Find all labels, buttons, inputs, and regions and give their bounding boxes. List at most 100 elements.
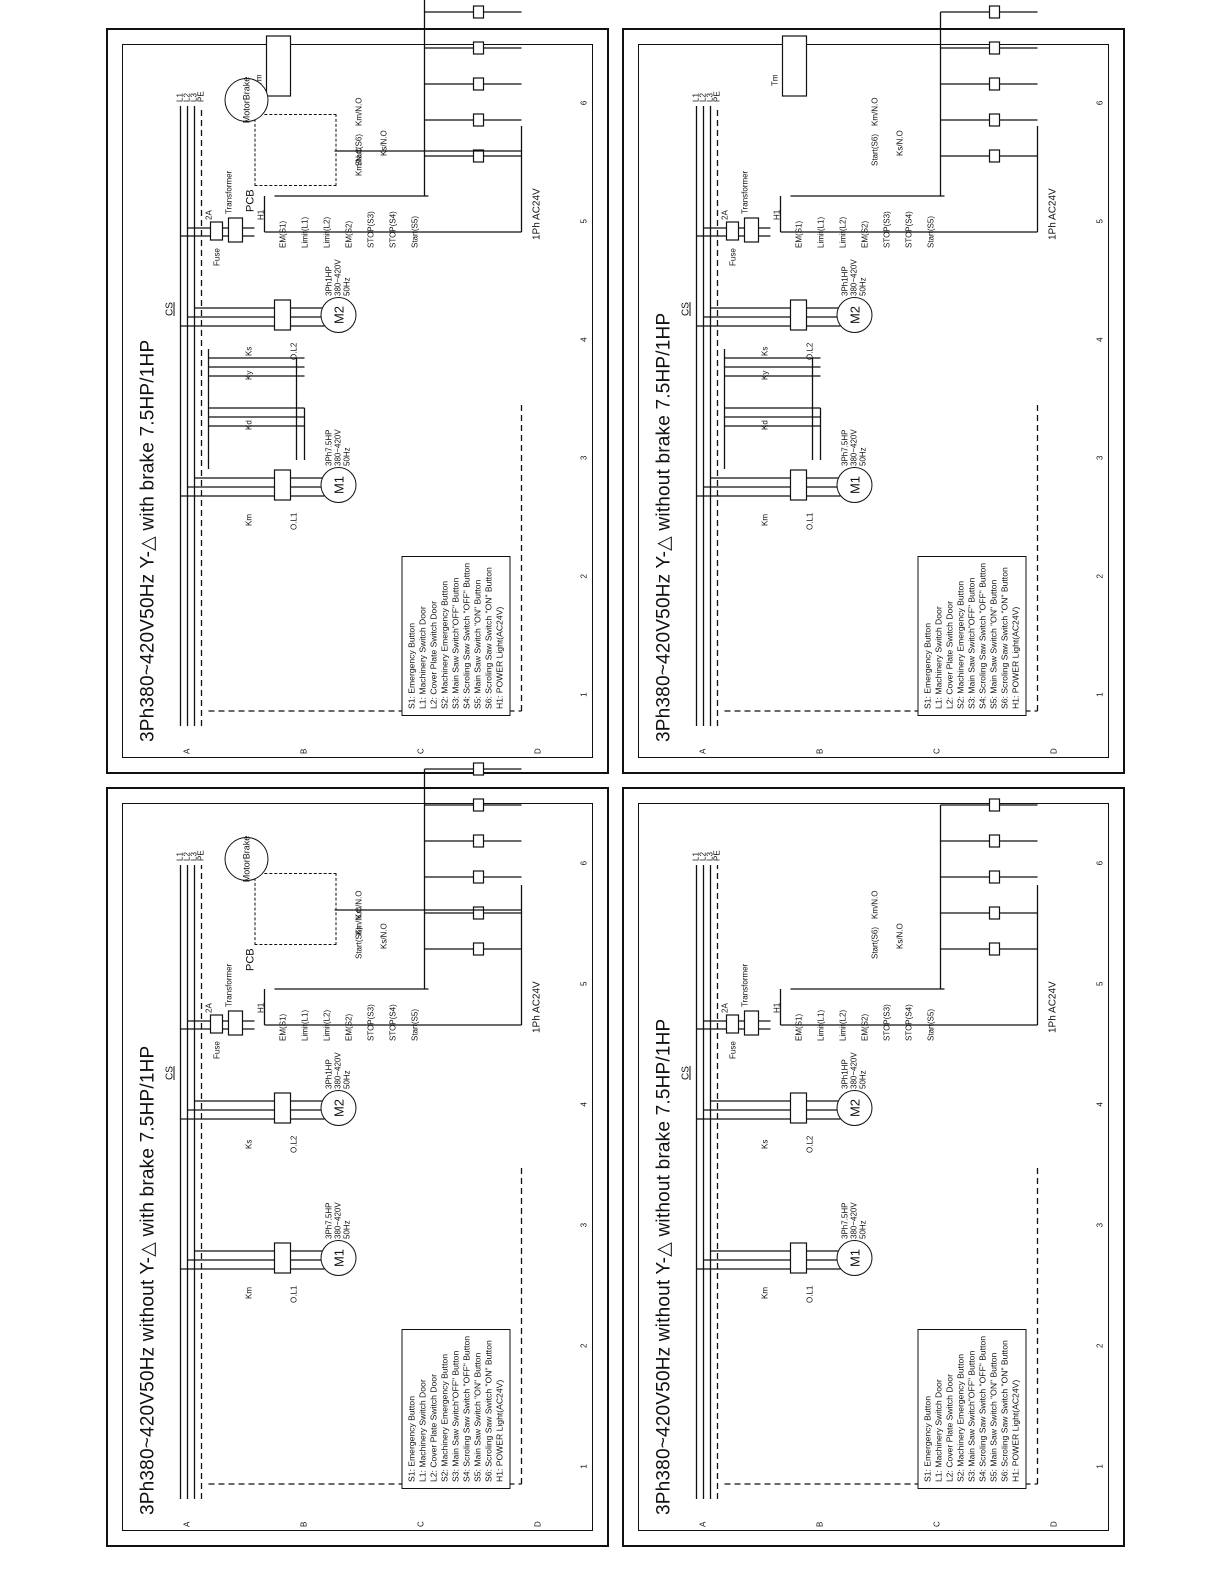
control-contact-label: EM(S2) [860, 220, 869, 248]
motor-1-spec: 50Hz [858, 1220, 867, 1239]
control-contact-label: EM(S1) [278, 220, 287, 248]
coil [472, 798, 484, 812]
legend-item: L2: Cover Plate Switch Door [428, 601, 438, 709]
supply-line-label: PE [196, 850, 205, 861]
control-contact-label: EM(S2) [860, 1013, 869, 1041]
control-contact-label: Limit(L1) [816, 216, 825, 248]
legend-item: S3: Main Saw Switch"OFF" Button [966, 577, 976, 709]
control-contact-label: EM(S1) [794, 220, 803, 248]
control-contact-label: Limit(L2) [322, 1009, 331, 1041]
legend-item: L2: Cover Plate Switch Door [944, 601, 954, 709]
km-no-label: Ks/N.O [379, 923, 388, 949]
timer [265, 35, 291, 97]
coil [472, 834, 484, 848]
coil [472, 906, 484, 920]
km-no-label: Ks/N.O [895, 923, 904, 949]
motor-2-spec: 3Ph1HP [324, 266, 333, 296]
start-contact-label: Km/N.O [870, 97, 879, 126]
overload-relay-1 [273, 1242, 291, 1274]
control-contact-label: STOP(S4) [904, 1004, 913, 1041]
motor-2: M2 [836, 1090, 872, 1126]
legend-item: S4: Scroling Saw Switch "OFF" Button [461, 562, 471, 709]
control-contact-label: Start(S5) [926, 1008, 935, 1041]
fuse [725, 221, 739, 241]
fuse-label: Fuse [728, 1041, 737, 1059]
motor-2: M2 [320, 297, 356, 333]
contactor-label: Ky [760, 370, 769, 380]
motor-brake-text: Motor [241, 100, 251, 124]
fuse-label: Fuse [728, 248, 737, 266]
fuse [209, 1014, 223, 1034]
control-contact-label: EM(S2) [344, 220, 353, 248]
legend-item: S2: Machinery Emergency Button [439, 580, 449, 709]
legend-item: S6: Scroling Saw Switch "ON" Button [999, 1340, 1009, 1482]
legend-item: S1: Emergency Button [922, 1396, 932, 1482]
main-switch-label: CS [680, 1066, 691, 1080]
contactor-km-label: Km [244, 1287, 253, 1299]
power-light-label: H1 [256, 209, 265, 220]
coil [988, 41, 1000, 55]
contactor-label: Kd [760, 420, 769, 430]
power-light-label: H1 [256, 1002, 265, 1013]
motor-2-spec: 3Ph1HP [324, 1059, 333, 1089]
motor-1-spec: 3Ph7.5HP [324, 1202, 333, 1239]
motor-2: M2 [836, 297, 872, 333]
start-contact-label: Km/N.O [354, 97, 363, 126]
transformer [227, 217, 243, 243]
fuse-label: Fuse [212, 1041, 221, 1059]
fuse-rating: 2A [720, 1003, 729, 1013]
legend-item: H1: POWER Light(AC24V) [494, 606, 504, 709]
coil [472, 942, 484, 956]
overload-label-2: O.L2 [289, 1135, 298, 1153]
coil [988, 5, 1000, 19]
control-voltage-label: 1Ph AC24V [1047, 981, 1058, 1033]
coil [472, 113, 484, 127]
overload-relay-2 [789, 1092, 807, 1124]
motor-1-spec: 50Hz [342, 1220, 351, 1239]
contactor-ks-label: Ks [760, 346, 769, 356]
fuse [725, 1014, 739, 1034]
control-contact-label: Limit(L2) [838, 216, 847, 248]
overload-label-1: O.L1 [805, 1285, 814, 1303]
fuse-label: Fuse [212, 248, 221, 266]
transformer-label: Transformer [740, 170, 749, 214]
motor-1-spec: 3Ph7.5HP [324, 429, 333, 466]
control-contact-label: STOP(S4) [388, 211, 397, 248]
control-contact-label: STOP(S3) [882, 1004, 891, 1041]
fuse-rating: 2A [204, 1003, 213, 1013]
control-contact-label: EM(S2) [344, 1013, 353, 1041]
power-light-label: H1 [772, 1002, 781, 1013]
coil [472, 870, 484, 884]
brake-pcb-box [254, 873, 336, 945]
km-nc-label: Km/N.C [354, 148, 363, 176]
legend-item: H1: POWER Light(AC24V) [1010, 606, 1020, 709]
motor-1-spec: 50Hz [858, 447, 867, 466]
legend-item: H1: POWER Light(AC24V) [494, 1379, 504, 1482]
control-voltage-label: 1Ph AC24V [1047, 188, 1058, 240]
legend-item: S4: Scroling Saw Switch "OFF" Button [977, 562, 987, 709]
motor-1: M1 [320, 1240, 356, 1276]
motor-2-spec: 50Hz [342, 1070, 351, 1089]
overload-label-2: O.L2 [805, 1135, 814, 1153]
coil [472, 41, 484, 55]
main-switch-label: CS [164, 302, 175, 316]
km-no-label: Ks/N.O [379, 130, 388, 156]
legend-item: S6: Scroling Saw Switch "ON" Button [483, 567, 493, 709]
legend-item: S6: Scroling Saw Switch "ON" Button [999, 567, 1009, 709]
main-switch-label: CS [164, 1066, 175, 1080]
start-contact-label: Km/N.O [870, 890, 879, 919]
legend-item: S2: Machinery Emergency Button [955, 1353, 965, 1482]
control-contact-label: Limit(L1) [816, 1009, 825, 1041]
control-contact-label: Start(S5) [410, 1008, 419, 1041]
transformer-label: Transformer [224, 963, 233, 1007]
control-contact-label: STOP(S4) [388, 1004, 397, 1041]
legend-item: S4: Scroling Saw Switch "OFF" Button [461, 1335, 471, 1482]
coil [988, 113, 1000, 127]
